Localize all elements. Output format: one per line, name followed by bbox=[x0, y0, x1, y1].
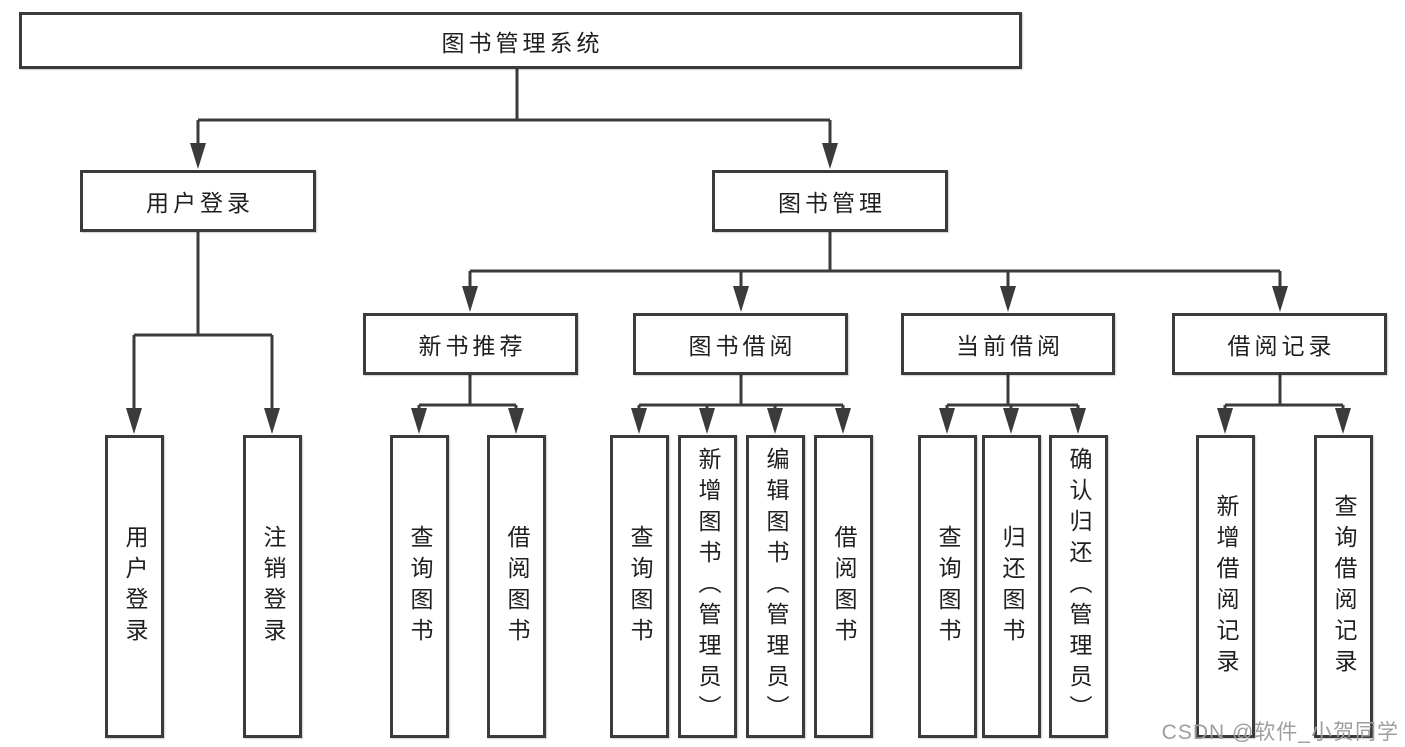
leaf-borrow-book-2: 借阅图书 bbox=[814, 435, 873, 738]
csdn-watermark: CSDN @软件_小贺同学 bbox=[1161, 721, 1399, 744]
node-user-login-label: 用户登录 bbox=[146, 190, 254, 216]
leaf-add-book-admin: 新增图书（管理员） bbox=[678, 435, 737, 738]
node-root-label: 图书管理系统 bbox=[441, 29, 604, 56]
leaf-borrow-book-2-label: 借阅图书 bbox=[831, 524, 857, 649]
leaf-return-book-label: 归还图书 bbox=[999, 524, 1025, 649]
node-user-login: 用户登录 bbox=[80, 170, 316, 232]
node-book-management-label: 图书管理 bbox=[778, 190, 886, 216]
leaf-add-borrow-record-label: 新增借阅记录 bbox=[1213, 493, 1239, 680]
leaf-edit-book-admin-label: 编辑图书（管理员） bbox=[763, 447, 789, 726]
leaf-query-book-1: 查询图书 bbox=[390, 435, 449, 738]
leaf-query-book-1-label: 查询图书 bbox=[407, 524, 433, 649]
node-new-book-recommend-label: 新书推荐 bbox=[418, 333, 527, 359]
node-borrow-records-label: 借阅记录 bbox=[1227, 333, 1336, 359]
leaf-query-book-2: 查询图书 bbox=[610, 435, 669, 738]
leaf-user-login-label: 用户登录 bbox=[122, 524, 148, 649]
leaf-return-book: 归还图书 bbox=[982, 435, 1041, 738]
leaf-borrow-book-1-label: 借阅图书 bbox=[504, 524, 530, 649]
node-current-borrow-label: 当前借阅 bbox=[956, 333, 1064, 359]
leaf-logout-label: 注销登录 bbox=[260, 524, 286, 649]
leaf-query-book-2-label: 查询图书 bbox=[627, 524, 653, 649]
leaf-borrow-book-1: 借阅图书 bbox=[487, 435, 546, 738]
node-current-borrow: 当前借阅 bbox=[901, 313, 1115, 375]
node-book-management: 图书管理 bbox=[712, 170, 948, 232]
leaf-user-login: 用户登录 bbox=[105, 435, 164, 738]
leaf-query-borrow-record-label: 查询借阅记录 bbox=[1331, 493, 1357, 680]
node-book-borrow-label: 图书借阅 bbox=[688, 333, 797, 359]
leaf-query-borrow-record: 查询借阅记录 bbox=[1314, 435, 1373, 738]
node-borrow-records: 借阅记录 bbox=[1172, 313, 1387, 375]
leaf-query-book-3-label: 查询图书 bbox=[935, 524, 961, 649]
leaf-edit-book-admin: 编辑图书（管理员） bbox=[746, 435, 805, 738]
node-new-book-recommend: 新书推荐 bbox=[363, 313, 578, 375]
leaf-add-borrow-record: 新增借阅记录 bbox=[1196, 435, 1255, 738]
node-book-borrow: 图书借阅 bbox=[633, 313, 848, 375]
leaf-confirm-return-admin: 确认归还（管理员） bbox=[1049, 435, 1108, 738]
leaf-add-book-admin-label: 新增图书（管理员） bbox=[695, 447, 721, 726]
node-root: 图书管理系统 bbox=[19, 12, 1022, 69]
leaf-confirm-return-admin-label: 确认归还（管理员） bbox=[1066, 447, 1092, 726]
leaf-query-book-3: 查询图书 bbox=[918, 435, 977, 738]
leaf-logout: 注销登录 bbox=[243, 435, 302, 738]
